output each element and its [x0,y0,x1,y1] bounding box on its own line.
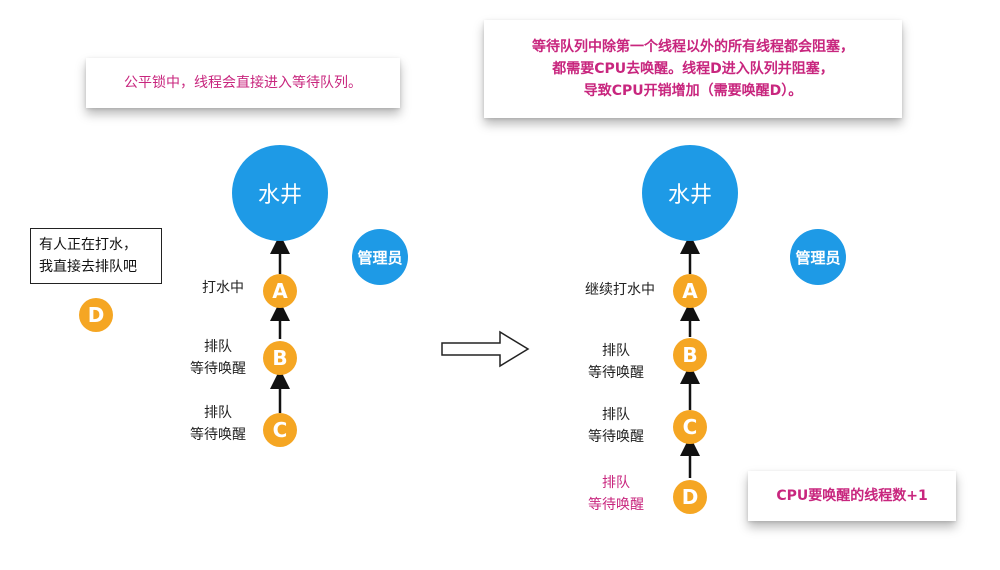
speech-line: 我直接去排队吧 [39,259,137,275]
cpu-note-text: CPU要唤醒的线程数+1 [776,488,928,504]
node-label-line: 排队 [602,475,630,491]
left-note: 公平锁中，线程会直接进入等待队列。 [86,58,400,108]
node-label-line: 排队 [204,339,232,355]
node-a: A [263,274,297,308]
node-label: 排队 等待唤醒 [576,340,656,384]
admin-label: 管理员 [795,248,841,267]
well-circle: 水井 [642,145,738,241]
node-d: D [79,298,113,332]
node-c: C [673,410,707,444]
note-line: 等待队列中除第一个线程以外的所有线程都会阻塞， [532,39,854,55]
node-label-line: 排队 [602,343,630,359]
node-a: A [673,274,707,308]
node-label: 排队 等待唤醒 [178,402,258,446]
node-label-line: 等待唤醒 [588,429,644,445]
node-label-line: 等待唤醒 [190,361,246,377]
node-label-line: 等待唤醒 [588,365,644,381]
node-label-line: 等待唤醒 [190,427,246,443]
node-label: 排队 等待唤醒 [178,336,258,380]
cpu-note: CPU要唤醒的线程数+1 [748,471,956,521]
node-letter: C [272,418,288,442]
note-line: 导致CPU开销增加（需要唤醒D）。 [583,83,803,99]
node-d: D [673,480,707,514]
node-label: 打水中 [188,277,258,299]
well-circle: 水井 [232,145,328,241]
speech-line: 有人正在打水， [39,237,137,253]
node-label-line: 排队 [602,407,630,423]
node-label-line: 打水中 [202,280,244,296]
node-letter: A [682,279,698,303]
node-letter: B [272,346,288,370]
node-b: B [263,341,297,375]
admin-circle: 管理员 [352,229,408,285]
node-letter: B [682,343,698,367]
note-line: 公平锁中，线程会直接进入等待队列。 [124,75,362,91]
node-letter: C [682,415,698,439]
speech-box: 有人正在打水， 我直接去排队吧 [30,228,162,284]
note-line: 都需要CPU去唤醒。线程D进入队列并阻塞， [552,61,834,77]
node-b: B [673,338,707,372]
node-label: 排队 等待唤醒 [576,404,656,448]
node-label-line: 等待唤醒 [588,497,644,513]
node-letter: D [87,303,105,327]
node-label: 继续打水中 [572,279,668,301]
node-letter: A [272,279,288,303]
right-note: 等待队列中除第一个线程以外的所有线程都会阻塞， 都需要CPU去唤醒。线程D进入队… [484,20,902,118]
node-letter: D [681,485,699,509]
node-label: 排队 等待唤醒 [576,472,656,516]
node-label-line: 继续打水中 [585,282,655,298]
admin-label: 管理员 [357,248,403,267]
admin-circle: 管理员 [790,229,846,285]
well-label: 水井 [257,183,302,208]
hollow-right-arrow-icon [441,330,530,368]
node-label-line: 排队 [204,405,232,421]
well-label: 水井 [667,183,712,208]
node-c: C [263,413,297,447]
